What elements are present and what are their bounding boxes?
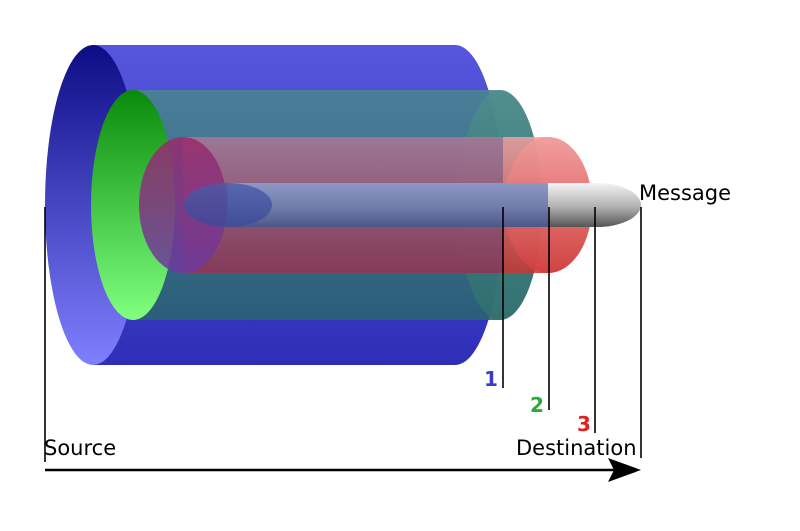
measurement-lines [44,207,642,462]
layer-3-number: 3 [577,412,591,436]
layer-3-front-cap [139,137,227,273]
layer-2-front-cap [91,90,175,320]
message-capsule [184,183,641,227]
source-to-destination-arrow [45,458,641,482]
message-body-covered [228,183,548,227]
message-front-cap [184,183,272,227]
source-label: Source [44,436,116,460]
arrow-head-icon [608,458,641,482]
message-label: Message [639,181,731,205]
layer-1-number: 1 [484,367,498,391]
layer-2-number: 2 [530,393,544,417]
destination-label: Destination [516,436,637,460]
